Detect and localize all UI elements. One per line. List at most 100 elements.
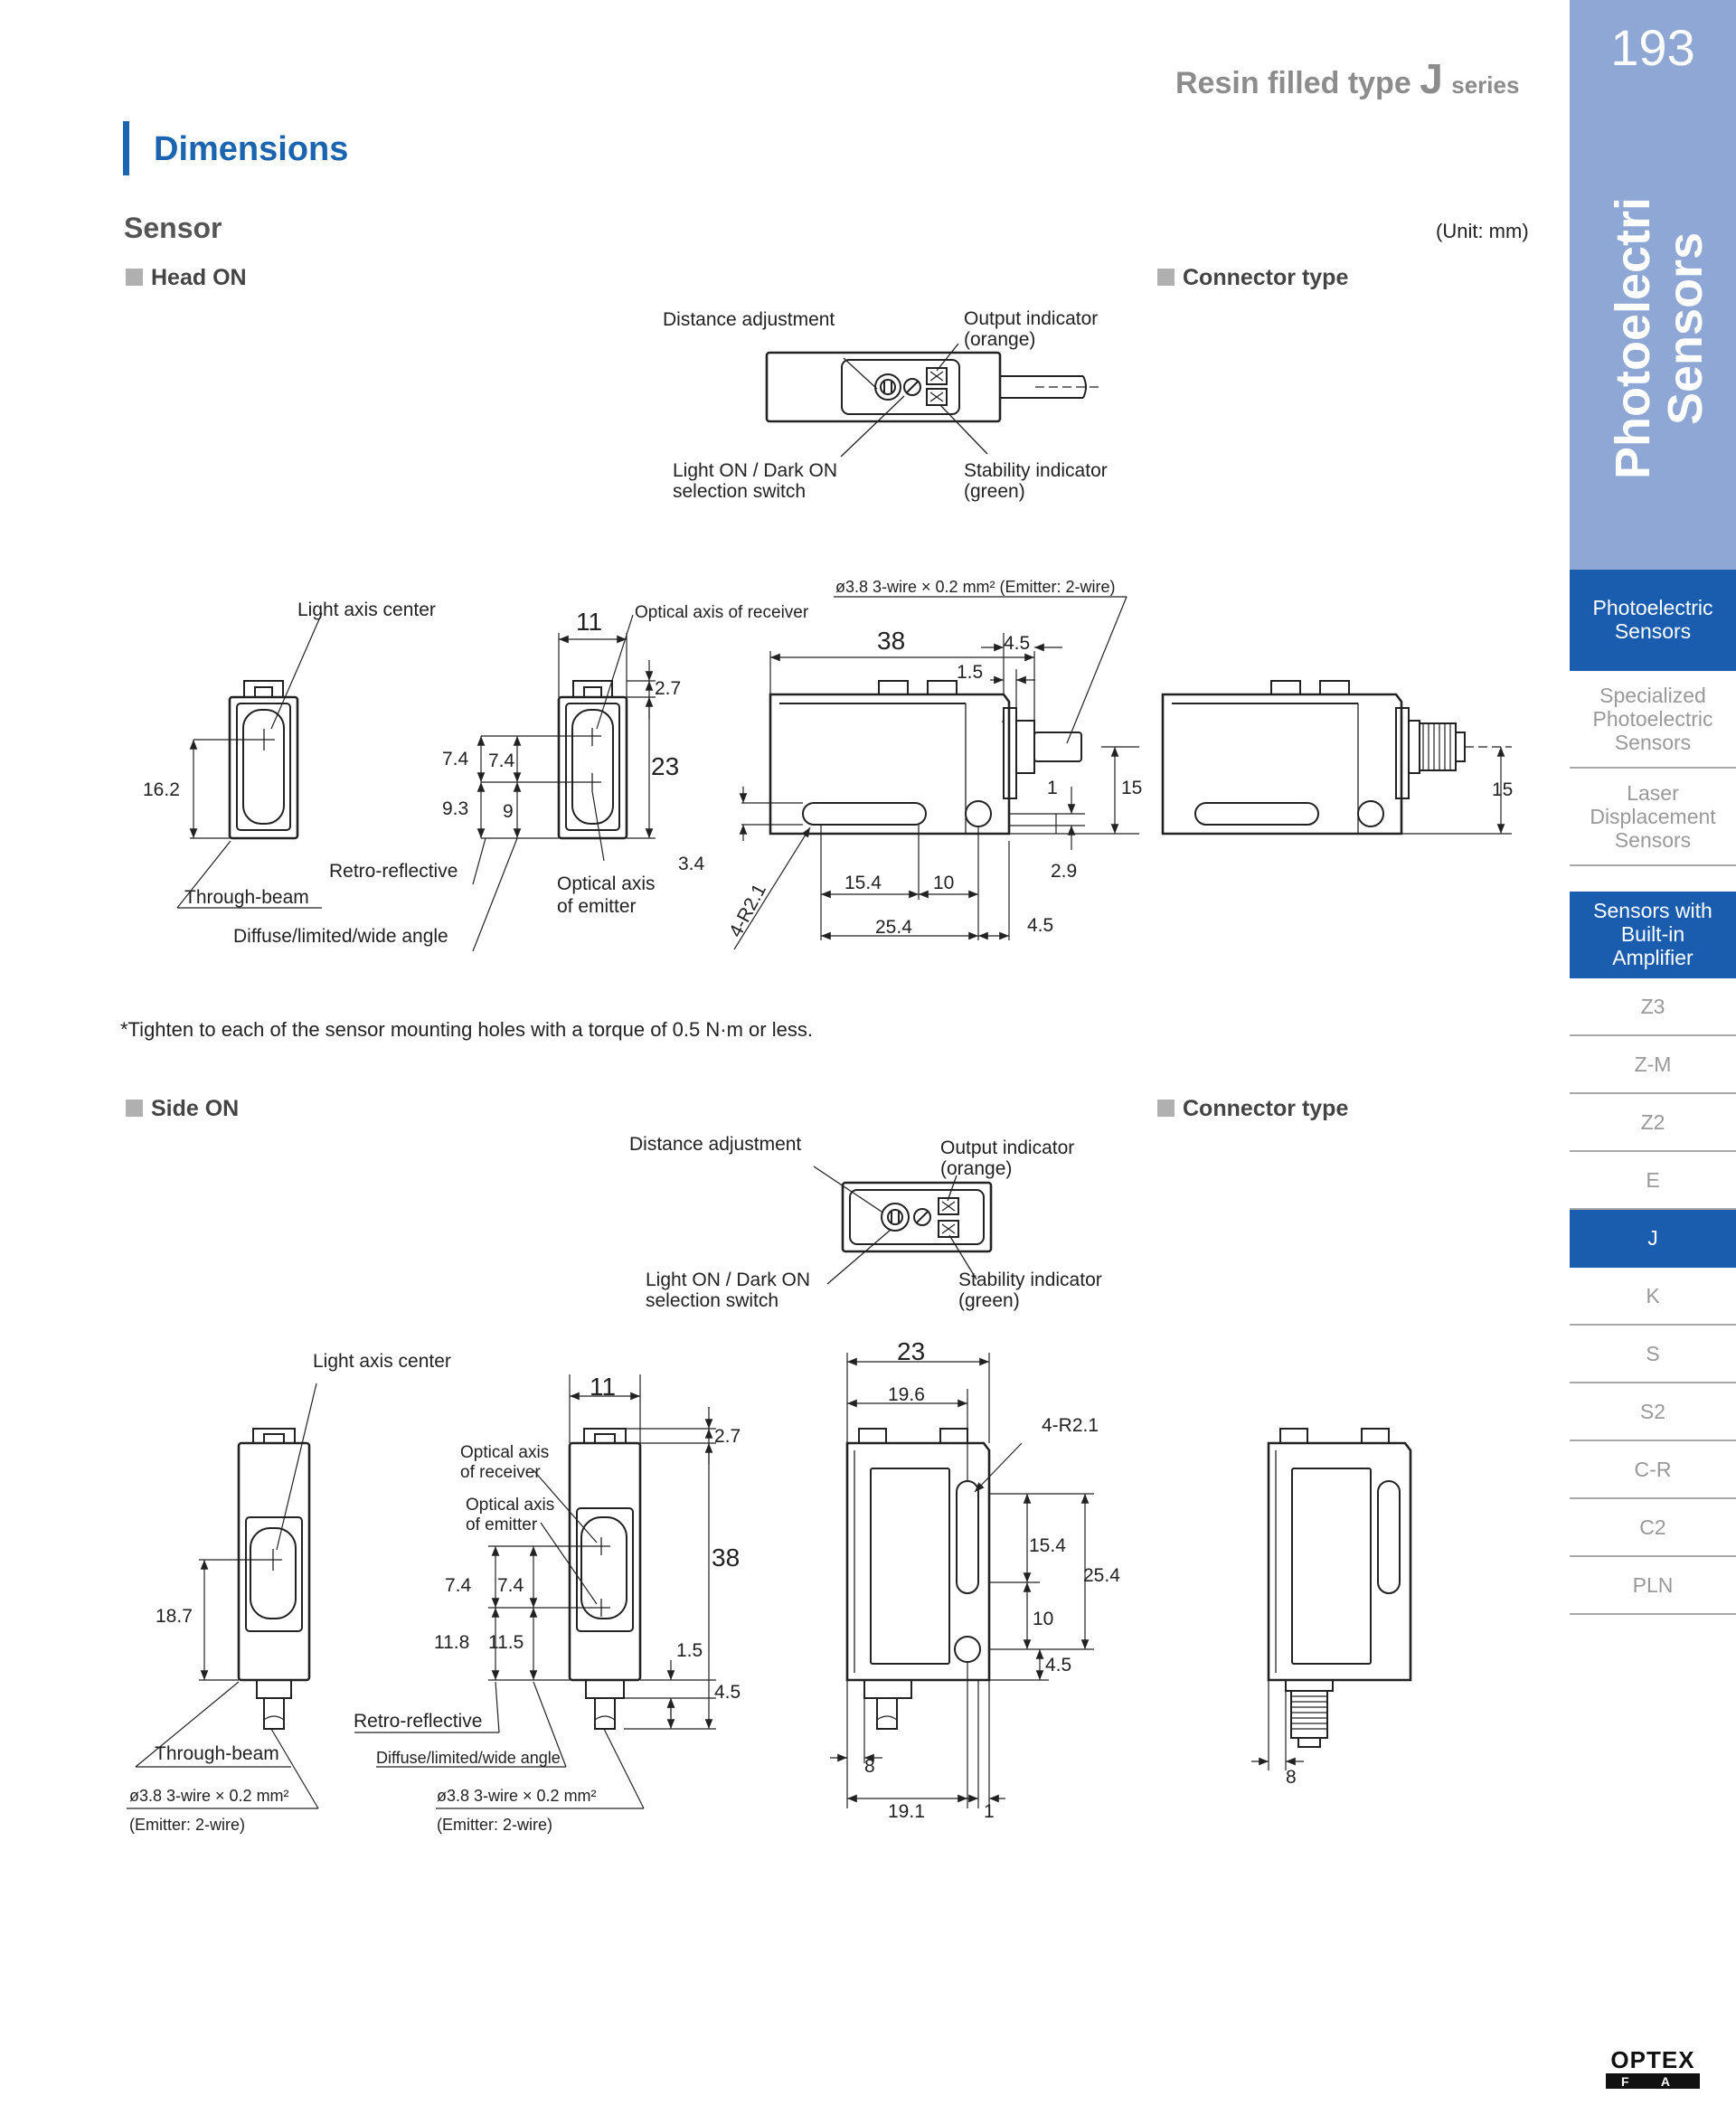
svg-text:(orange): (orange) [940,1158,1012,1179]
svg-text:15.4: 15.4 [844,873,882,893]
svg-text:25.4: 25.4 [1083,1565,1120,1586]
sidebar-item-label: Photoelectric [1592,596,1713,619]
label-stability-indicator: Stability indicator [964,460,1108,481]
svg-text:38: 38 [712,1543,740,1572]
head-on-connector-side-view [1161,680,1512,835]
sidebar-item-s[interactable]: S [1570,1326,1736,1383]
label-side-radius: 4-R2.1 [1042,1415,1099,1436]
svg-text:38: 38 [877,627,905,655]
svg-text:1: 1 [984,1801,995,1822]
label-side-optical-axis-receiver: Optical axis [460,1443,549,1462]
svg-text:25.4: 25.4 [875,917,912,938]
series-letter: J [1420,55,1443,102]
svg-text:F A: F A [1621,2074,1684,2089]
svg-text:10: 10 [933,873,954,893]
svg-text:selection switch: selection switch [646,1290,778,1311]
svg-text:OPTEX: OPTEX [1610,2046,1694,2073]
torque-note: *Tighten to each of the sensor mounting … [120,1018,813,1041]
sidebar-item-label: J [1647,1226,1658,1250]
svg-text:of emitter: of emitter [557,896,637,917]
side-on-front-view-b [354,1374,716,1809]
vertical-title-line2: Sensors [1658,232,1712,425]
svg-text:(orange): (orange) [964,329,1035,350]
side-on-front-view-a [127,1383,319,1809]
svg-text:9: 9 [503,801,514,822]
svg-text:15: 15 [1121,778,1142,798]
sidebar-item-label: E [1646,1168,1660,1192]
section-accent-bar [123,121,129,175]
sidebar-item-label: Displacement [1590,805,1716,828]
head-on-front-view-a [176,612,323,909]
svg-text:4.5: 4.5 [714,1682,741,1703]
label-side-light-dark-switch: Light ON / Dark ON [646,1270,810,1290]
svg-text:4.5: 4.5 [1004,633,1030,654]
label-output-indicator: Output indicator [964,308,1098,329]
label-cable: ø3.8 3-wire × 0.2 mm² (Emitter: 2-wire) [835,578,1116,596]
sidebar-item-c2[interactable]: C2 [1570,1499,1736,1557]
sidebar-item-z3[interactable]: Z3 [1570,978,1736,1036]
vertical-title-line1: Photoelectric [1606,199,1660,479]
label-side-stability-indicator: Stability indicator [958,1270,1102,1290]
svg-text:selection switch: selection switch [673,481,806,502]
page-number: 193 [1610,19,1695,76]
head-on-side-view [733,596,1139,950]
svg-text:7.4: 7.4 [445,1575,472,1596]
label-retro-reflective: Retro-reflective [329,861,458,882]
sidebar-vertical-title: Photoelectric Sensors [1591,170,1718,488]
label-side-retro-reflective: Retro-reflective [354,1711,482,1732]
svg-text:3.4: 3.4 [678,854,705,874]
sidebar-item-label: Specialized [1599,684,1706,707]
svg-text:(green): (green) [958,1290,1020,1311]
svg-text:11.8: 11.8 [434,1632,469,1653]
sidebar-item-label: Z2 [1640,1110,1665,1134]
sidebar-header [1570,0,1736,570]
svg-text:11: 11 [576,608,602,636]
sidebar-item-label: Sensors [1614,619,1692,643]
unit-label: (Unit: mm) [1436,220,1529,242]
svg-text:4.5: 4.5 [1045,1655,1071,1676]
side-on-top-view [813,1166,993,1285]
label-optical-axis-receiver: Optical axis of receiver [635,603,809,622]
sidebar-item-label: S [1646,1342,1660,1365]
side-on-heading: Side ON [126,1096,239,1122]
label-radius: 4-R2.1 [725,881,770,940]
svg-text:(Emitter: 2-wire): (Emitter: 2-wire) [437,1816,552,1834]
sidebar-item-label: PLN [1632,1573,1674,1597]
side-on-connector-side-view [1251,1428,1412,1770]
optex-logo: OPTEX F A [1602,2046,1703,2091]
side-on-connector-heading: Connector type [1157,1096,1348,1122]
svg-text:23: 23 [897,1337,925,1365]
sidebar-item-j[interactable]: J [1570,1210,1736,1268]
label-distance-adjustment: Distance adjustment [663,309,835,330]
sidebar-item-label: Z-M [1634,1053,1672,1076]
svg-text:10: 10 [1033,1609,1053,1629]
svg-text:15.4: 15.4 [1029,1535,1066,1556]
sidebar-item-k[interactable]: K [1570,1268,1736,1326]
sidebar-item-z2[interactable]: Z2 [1570,1094,1736,1152]
series-title: Resin filled type J series [1175,54,1519,103]
sidebar-item-z-m[interactable]: Z-M [1570,1036,1736,1094]
svg-text:19.1: 19.1 [888,1801,925,1822]
sidebar-item-label: S2 [1639,1400,1666,1423]
side-on-side-view [830,1353,1094,1808]
sidebar-item-s2[interactable]: S2 [1570,1383,1736,1441]
label-side-cable-b: ø3.8 3-wire × 0.2 mm² [437,1787,597,1805]
svg-text:of emitter: of emitter [466,1515,538,1534]
svg-text:16.2: 16.2 [143,779,180,800]
sidebar-item-pln[interactable]: PLN [1570,1557,1736,1615]
sensor-heading: Sensor [124,212,222,244]
svg-text:(green): (green) [964,481,1025,502]
sidebar-item-label: Amplifier [1612,946,1694,969]
label-side-distance-adjustment: Distance adjustment [629,1134,801,1155]
label-diffuse: Diffuse/limited/wide angle [233,926,448,947]
label-side-through-beam: Through-beam [155,1743,279,1764]
sidebar-item-c-r[interactable]: C-R [1570,1441,1736,1499]
sidebar-item-e[interactable]: E [1570,1152,1736,1210]
svg-text:23: 23 [651,752,679,780]
label-optical-axis-emitter: Optical axis [557,873,656,894]
